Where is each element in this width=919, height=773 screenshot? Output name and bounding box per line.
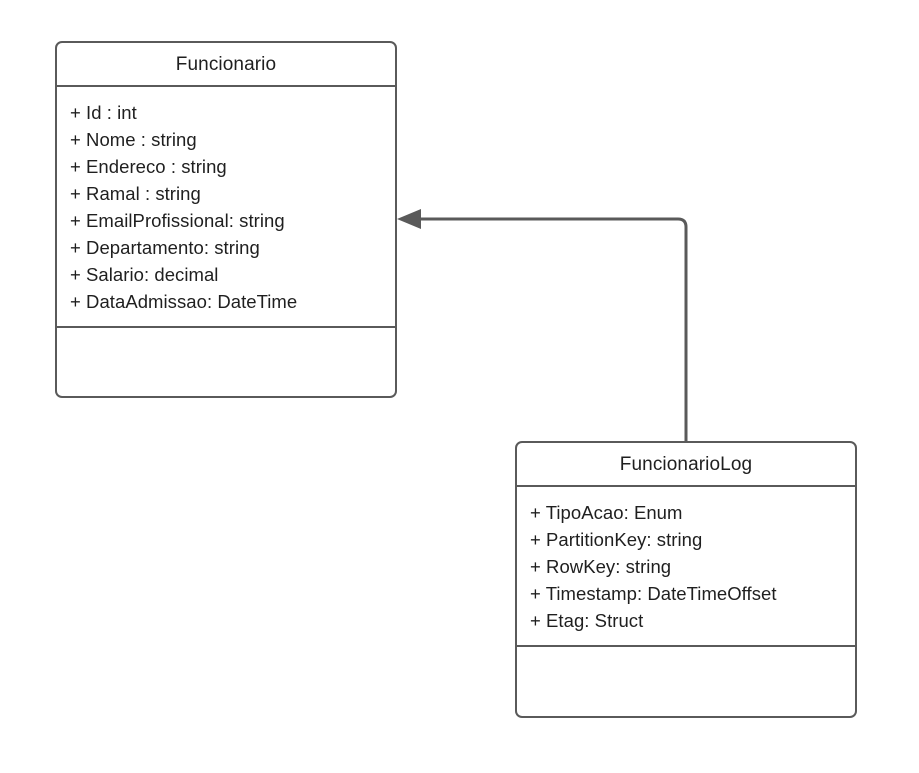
class-attribute: + TipoAcao: Enum	[530, 502, 683, 523]
class-title-funcionario: Funcionario	[175, 54, 277, 75]
class-attributes-funcionariolog: + TipoAcao: Enum + PartitionKey: string …	[517, 487, 855, 645]
class-methods-funcionario	[57, 328, 395, 396]
class-title-funcionariolog: FuncionarioLog	[619, 454, 753, 475]
connector-line	[417, 217, 688, 441]
arrowhead-icon	[397, 209, 421, 229]
class-attribute: + Ramal : string	[70, 183, 201, 204]
class-attribute: + PartitionKey: string	[530, 529, 703, 550]
class-attribute: + Nome : string	[70, 129, 197, 150]
class-attribute: + Departamento: string	[70, 237, 260, 258]
class-attributes-divider	[517, 645, 855, 647]
class-attribute: + RowKey: string	[530, 556, 672, 577]
class-header-divider	[517, 485, 855, 487]
class-attribute: + Etag: Struct	[530, 610, 644, 631]
class-attributes-divider	[57, 326, 395, 328]
class-attribute: + Endereco : string	[70, 156, 227, 177]
class-attribute: + Salario: decimal	[70, 264, 219, 285]
uml-class-funcionario[interactable]: Funcionario + Id : int + Nome : string +…	[55, 41, 397, 398]
class-attribute: + Timestamp: DateTimeOffset	[530, 583, 777, 604]
class-attribute: + Id : int	[70, 102, 137, 123]
class-attributes-funcionario: + Id : int + Nome : string + Endereco : …	[57, 87, 395, 326]
class-attribute: + DataAdmissao: DateTime	[70, 291, 298, 312]
uml-class-funcionariolog[interactable]: FuncionarioLog + TipoAcao: Enum + Partit…	[515, 441, 857, 718]
class-methods-funcionariolog	[517, 647, 855, 716]
class-header-divider	[57, 85, 395, 87]
class-attribute: + EmailProfissional: string	[70, 210, 285, 231]
